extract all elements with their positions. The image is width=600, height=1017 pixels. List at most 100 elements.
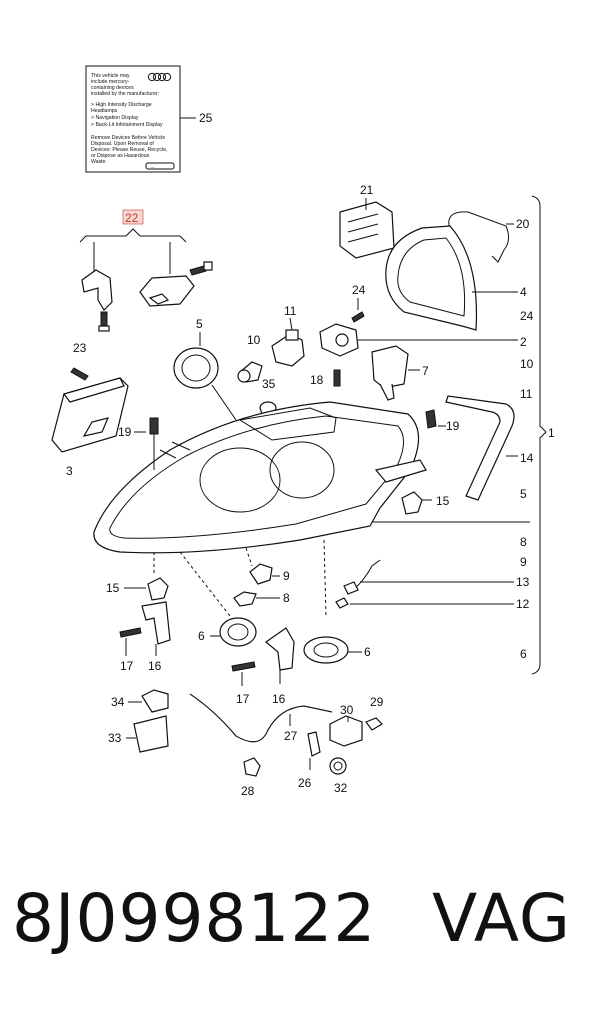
clip-34 [141,689,169,713]
ballast-control-unit [51,377,129,453]
label-line: Remove Devices Before Vehicle [91,135,165,141]
label-line: or Dispose as Hazardous [91,153,150,159]
callout-7: 7 [422,364,429,378]
callout-30: 30 [340,703,354,717]
callout-6: 6 [198,629,205,643]
label-line: installed by the manufacturer: [91,91,159,97]
brace [531,195,547,675]
bracket-16 [141,601,171,645]
bracket-part [81,269,113,332]
label-line: > Navigation Display [91,115,139,121]
label-line: Headlamps [91,108,118,114]
grommet-32 [329,757,347,775]
callout-22: 22 [125,211,139,225]
callout-4: 4 [520,285,527,299]
callout-3: 3 [66,464,73,478]
callout-34: 34 [111,695,125,709]
callout-16: 16 [148,659,162,673]
screw-18 [333,369,341,387]
screw-17 [119,627,142,638]
label-line: This vehicle may [91,73,130,79]
exploded-parts-diagram: This vehicle may include mercury- contai… [51,65,555,798]
callout-9: 9 [520,555,527,569]
housing-seal-4 [385,225,478,331]
callout-20: 20 [516,217,530,231]
callout-28: 28 [241,784,255,798]
grommet-6 [303,636,349,664]
callout-33: 33 [108,731,122,745]
label-line: > Back-Lit Infotainment Display [91,122,163,128]
callout-5: 5 [196,317,203,331]
screw-24 [351,311,365,323]
callout-6: 6 [520,647,527,661]
callout-9: 9 [283,569,290,583]
label-line: Waste [91,159,106,165]
bracket-22 [79,228,187,243]
callout-24: 24 [352,283,366,297]
plug-12 [335,597,349,609]
callout-23: 23 [73,341,87,355]
callout-12: 12 [516,597,530,611]
callout-8: 8 [283,591,290,605]
label-code: ... [150,164,154,170]
callout-6: 6 [364,645,371,659]
bulb-8 [233,591,257,607]
callout-10: 10 [520,357,534,371]
footer-caption: 8J0998122 VAG [0,880,600,990]
bracket-16 [265,627,295,671]
callout-14: 14 [520,451,534,465]
brand-name: VAG [432,880,572,957]
label-line: > High Intensity Discharge [91,102,152,108]
label-line: containing devices [91,85,134,91]
callout-19: 19 [118,425,132,439]
label-line: Devices: Please Reuse, Recycle, [91,147,167,153]
callout-17: 17 [120,659,134,673]
diagram-svg: This vehicle may include mercury- contai… [51,65,555,798]
label-line: Disposal. Upon Removal of [91,141,154,147]
four-rings-logo-icon [147,72,172,82]
screw-19 [425,409,437,429]
callout-35: 35 [262,377,276,391]
label-line: include mercury- [91,79,130,85]
callout-13: 13 [516,575,530,589]
trim-strip-14 [445,395,515,501]
screw-17 [231,661,256,672]
xenon-bulb-2 [319,323,359,357]
bulb-10 [237,361,263,383]
bracket-33 [133,715,169,753]
callout-18: 18 [310,373,324,387]
callout-19: 19 [446,419,460,433]
headlamp-housing [93,401,427,554]
clip-15 [147,577,169,601]
callout-27: 27 [284,729,298,743]
retaining-ring [173,347,219,389]
socket-9 [249,563,273,585]
callout-2: 2 [520,335,527,349]
screw-19 [149,417,159,435]
highlight-box-22 [122,209,144,225]
callout-11: 11 [284,304,297,318]
bracket-part [139,261,213,307]
callout-24: 24 [520,309,534,323]
callout-5: 5 [520,487,527,501]
clip-28 [243,757,261,777]
grommet-6 [219,617,257,647]
clip-29 [365,717,383,731]
callout-32: 32 [334,781,348,795]
callout-26: 26 [298,776,312,790]
actuator-30 [329,715,363,747]
igniter-7 [371,345,409,401]
screw-23 [70,367,89,381]
retaining-wire-20 [448,211,510,263]
connector-21 [339,201,395,259]
bulb-11 [271,329,305,367]
callout-8: 8 [520,535,527,549]
callout-11: 11 [520,387,533,401]
callout-15: 15 [106,581,120,595]
callout-17: 17 [236,692,250,706]
part-number: 8J0998122 [12,880,377,957]
callout-29: 29 [370,695,384,709]
callout-10: 10 [247,333,261,347]
mercury-label-card: This vehicle may include mercury- contai… [85,65,181,173]
plug-26 [307,731,321,757]
